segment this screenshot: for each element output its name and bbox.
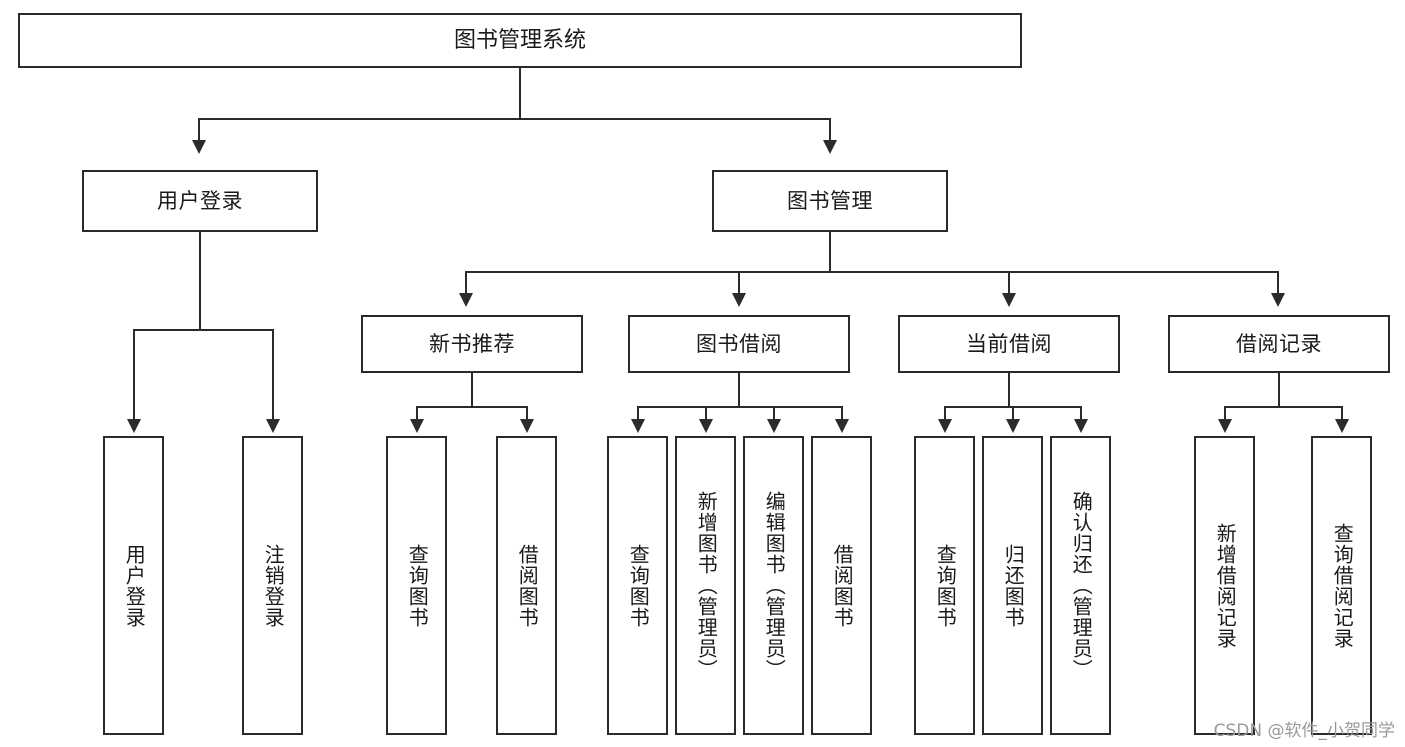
arrow-to-book-management — [823, 140, 837, 154]
connector-current-borrow-drop-1 — [944, 406, 946, 422]
arrow-to-leaf-query-book-3 — [938, 419, 952, 433]
node-label: 归还图书 — [1001, 543, 1026, 628]
connector-level1-drop-user-login — [198, 118, 200, 143]
leaf-query-book-borrow[interactable]: 查询图书 — [607, 436, 668, 735]
arrow-to-leaf-user-login — [127, 419, 141, 433]
connector-book-borrow-drop-4 — [841, 406, 843, 422]
leaf-add-borrow-record[interactable]: 新增借阅记录 — [1194, 436, 1255, 735]
arrow-to-leaf-borrow-book-2 — [835, 419, 849, 433]
node-label: 查询图书 — [933, 543, 958, 628]
leaf-borrow-book[interactable]: 借阅图书 — [811, 436, 872, 735]
node-book-management[interactable]: 图书管理 — [712, 170, 948, 232]
connector-borrow-records-drop-1 — [1224, 406, 1226, 422]
arrow-to-leaf-query-record — [1335, 419, 1349, 433]
connector-user-login-drop-2 — [272, 329, 274, 421]
connector-level2-drop-new-book — [465, 271, 467, 296]
leaf-confirm-return-admin[interactable]: 确认归还（管理员） — [1050, 436, 1111, 735]
connector-level2-drop-book-borrow — [738, 271, 740, 296]
node-root-book-management-system[interactable]: 图书管理系统 — [18, 13, 1022, 68]
connector-level1-drop-book-management — [829, 118, 831, 143]
connector-book-borrow-stem — [738, 373, 740, 407]
arrow-to-leaf-return-book — [1006, 419, 1020, 433]
node-label: 查询借阅记录 — [1330, 522, 1355, 649]
node-label: 新增图书（管理员） — [694, 491, 719, 680]
arrow-to-current-borrow — [1002, 293, 1016, 307]
leaf-query-book-current[interactable]: 查询图书 — [914, 436, 975, 735]
node-label: 借阅图书 — [830, 543, 855, 628]
connector-level2-drop-borrow-records — [1277, 271, 1279, 296]
node-label: 当前借阅 — [966, 331, 1052, 356]
arrow-to-user-login — [192, 140, 206, 154]
connector-user-login-stem — [199, 232, 201, 330]
connector-root-stem — [519, 68, 521, 119]
arrow-to-borrow-records — [1271, 293, 1285, 307]
node-label: 新书推荐 — [429, 331, 515, 356]
connector-borrow-records-bus — [1224, 406, 1342, 408]
node-label: 借阅图书 — [515, 543, 540, 628]
leaf-query-borrow-record[interactable]: 查询借阅记录 — [1311, 436, 1372, 735]
connector-level2-drop-current-borrow — [1008, 271, 1010, 296]
leaf-logout[interactable]: 注销登录 — [242, 436, 303, 735]
connector-user-login-bus — [133, 329, 273, 331]
connector-borrow-records-stem — [1278, 373, 1280, 407]
node-label: 借阅记录 — [1236, 331, 1322, 356]
node-current-borrow[interactable]: 当前借阅 — [898, 315, 1120, 373]
connector-current-borrow-drop-2 — [1012, 406, 1014, 422]
node-label: 编辑图书（管理员） — [762, 491, 787, 680]
node-label: 新增借阅记录 — [1213, 522, 1238, 649]
node-label: 注销登录 — [261, 543, 286, 628]
node-label: 图书借阅 — [696, 331, 782, 356]
connector-new-book-drop-1 — [416, 406, 418, 422]
node-label: 用户登录 — [122, 543, 147, 628]
connector-book-borrow-drop-3 — [773, 406, 775, 422]
leaf-user-login[interactable]: 用户登录 — [103, 436, 164, 735]
arrow-to-leaf-add-book — [699, 419, 713, 433]
connector-current-borrow-drop-3 — [1080, 406, 1082, 422]
node-book-borrow[interactable]: 图书借阅 — [628, 315, 850, 373]
connector-new-book-stem — [471, 373, 473, 407]
arrow-to-book-borrow — [732, 293, 746, 307]
leaf-query-book-new-recommend[interactable]: 查询图书 — [386, 436, 447, 735]
node-label: 图书管理 — [787, 188, 873, 213]
arrow-to-leaf-borrow-book-1 — [520, 419, 534, 433]
connector-level1-bus — [198, 118, 830, 120]
arrow-to-leaf-confirm-return — [1074, 419, 1088, 433]
node-label: 图书管理系统 — [453, 27, 586, 53]
arrow-to-leaf-edit-book — [767, 419, 781, 433]
connector-book-borrow-drop-1 — [637, 406, 639, 422]
node-label: 确认归还（管理员） — [1069, 491, 1094, 680]
node-label: 查询图书 — [405, 543, 430, 628]
node-new-book-recommend[interactable]: 新书推荐 — [361, 315, 583, 373]
leaf-edit-book-admin[interactable]: 编辑图书（管理员） — [743, 436, 804, 735]
leaf-add-book-admin[interactable]: 新增图书（管理员） — [675, 436, 736, 735]
node-label: 查询图书 — [626, 543, 651, 628]
leaf-borrow-book-new-recommend[interactable]: 借阅图书 — [496, 436, 557, 735]
arrow-to-leaf-add-record — [1218, 419, 1232, 433]
connector-borrow-records-drop-2 — [1341, 406, 1343, 422]
connector-book-borrow-bus — [637, 406, 842, 408]
leaf-return-book[interactable]: 归还图书 — [982, 436, 1043, 735]
arrow-to-new-book-recommend — [459, 293, 473, 307]
node-user-login[interactable]: 用户登录 — [82, 170, 318, 232]
connector-book-management-stem — [829, 232, 831, 272]
node-label: 用户登录 — [157, 188, 243, 213]
connector-new-book-drop-2 — [526, 406, 528, 422]
connector-current-borrow-stem — [1008, 373, 1010, 407]
arrow-to-leaf-logout — [266, 419, 280, 433]
connector-user-login-drop-1 — [133, 329, 135, 421]
node-borrow-records[interactable]: 借阅记录 — [1168, 315, 1390, 373]
connector-level2-bus — [465, 271, 1279, 273]
arrow-to-leaf-query-book-2 — [631, 419, 645, 433]
connector-new-book-bus — [416, 406, 527, 408]
arrow-to-leaf-query-book-1 — [410, 419, 424, 433]
connector-book-borrow-drop-2 — [705, 406, 707, 422]
